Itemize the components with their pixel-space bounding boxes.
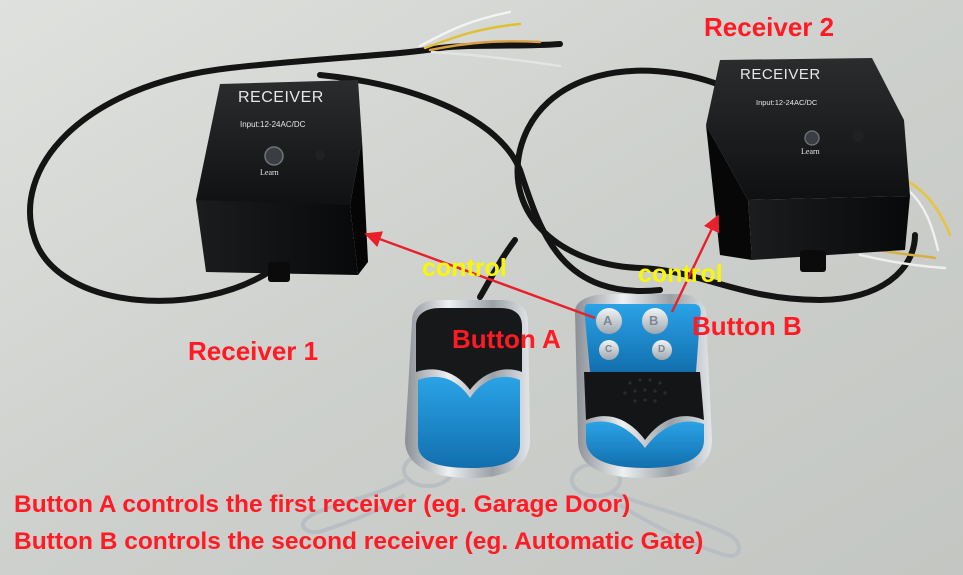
learn-button-1 [264, 146, 284, 166]
receiver-2-caption: Receiver 2 [704, 12, 835, 42]
learn-button-2 [804, 130, 820, 146]
receiver-1-housing [196, 80, 368, 282]
caption-line-1: Button A controls the first receiver (eg… [14, 491, 631, 518]
control-label-right: control [638, 260, 723, 288]
receiver-2-learn-label: Learn [801, 147, 820, 156]
arrow-button-b-to-receiver-2 [670, 214, 720, 313]
receiver-1-learn-label: Learn [260, 168, 279, 177]
status-led-1 [315, 150, 325, 160]
lead-wires-right [858, 178, 952, 270]
button-b-label: Button B [692, 311, 802, 341]
remote-1 [405, 300, 530, 478]
receiver-1-caption: Receiver 1 [188, 336, 319, 366]
receiver-2-housing-title: RECEIVER [740, 66, 821, 83]
cable-loops [27, 41, 918, 304]
lead-wires-top [418, 10, 562, 68]
remote-button-b: B [649, 313, 659, 328]
receiver-2-housing [706, 58, 910, 272]
receiver-2-housing-input: Input:12-24AC/DC [756, 98, 818, 107]
status-led-2 [852, 130, 864, 142]
remote-button-a: A [603, 313, 613, 328]
control-label-left: control [422, 254, 507, 282]
receiver-1-housing-title: RECEIVER [238, 89, 324, 106]
caption-line-2: Button B controls the second receiver (e… [14, 528, 704, 555]
remote-2 [575, 294, 712, 478]
receiver-1-housing-input: Input:12-24AC/DC [240, 120, 306, 129]
remote-button-c: C [605, 344, 613, 355]
remote-button-d: D [658, 344, 666, 355]
button-a-label: Button A [452, 324, 561, 354]
arrow-button-a-to-receiver-1 [364, 231, 596, 320]
